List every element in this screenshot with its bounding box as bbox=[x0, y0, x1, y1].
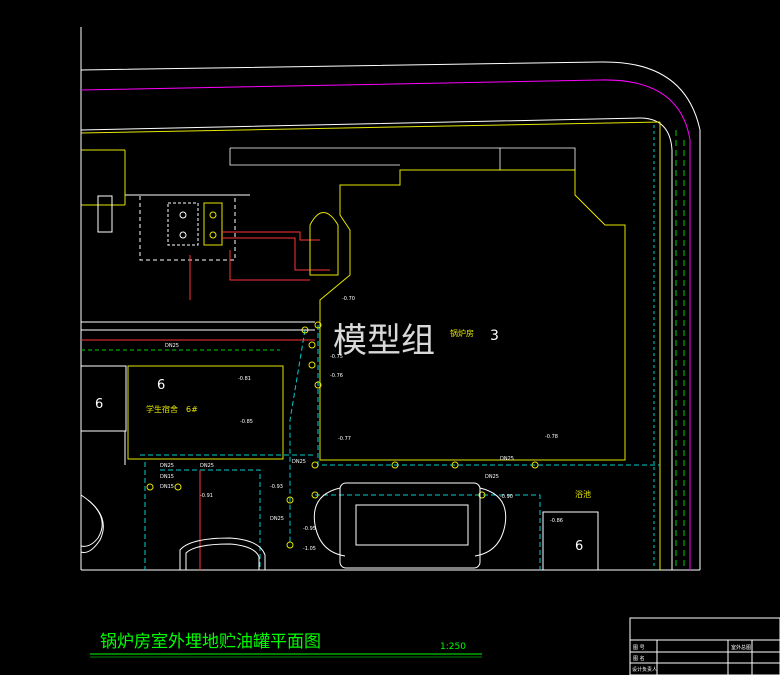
boiler-room-label: 锅炉房 bbox=[450, 328, 474, 338]
elevation-label: -0.93 bbox=[270, 484, 283, 490]
drain-pipes bbox=[81, 325, 660, 570]
elevation-label: -0.76 bbox=[330, 373, 343, 379]
elevation-label: -0.91 bbox=[200, 493, 213, 499]
pipe-size-labels: DN25 DN25 DN25 DN25 DN25 DN25 DN25 DN15 … bbox=[160, 343, 514, 522]
pipe-label: DN15 bbox=[160, 484, 174, 490]
dorm-building bbox=[80, 321, 315, 465]
elevation-label: -0.70 bbox=[342, 296, 355, 302]
boiler-room-building bbox=[319, 169, 626, 461]
title-block-row: 设计负责人 bbox=[632, 666, 657, 673]
pipe-label: DN25 bbox=[500, 456, 514, 462]
pipe-label: DN15 bbox=[160, 474, 174, 480]
bottom-structures bbox=[80, 482, 599, 571]
elevation-label: -0.81 bbox=[238, 376, 251, 382]
bathhouse-label: 浴池 bbox=[575, 489, 591, 499]
boiler-room-roof-outline bbox=[229, 147, 576, 170]
elevation-label: -0.75 bbox=[330, 354, 343, 360]
title-block-row: 图 名 bbox=[633, 655, 645, 662]
bathhouse-number: 6 bbox=[575, 539, 583, 554]
pipe-label: DN25 bbox=[485, 474, 499, 480]
drawing-scale: 1:250 bbox=[440, 642, 466, 652]
pipe-label: DN25 bbox=[270, 516, 284, 522]
elevation-label: -0.77 bbox=[338, 436, 351, 442]
manholes bbox=[146, 321, 539, 549]
dorm-label: 学生宿舍 bbox=[146, 404, 178, 414]
title-block-right-cell: 室外总图 bbox=[731, 644, 751, 651]
pipe-label: DN25 bbox=[292, 459, 306, 465]
pipe-label: DN25 bbox=[165, 343, 179, 349]
boiler-room-number: 3 bbox=[490, 328, 499, 344]
pipe-label: DN25 bbox=[200, 463, 214, 469]
title-block-text: 图 号 图 名 设计负责人 室外总图 bbox=[632, 644, 751, 673]
elevation-label: -0.95 bbox=[303, 526, 316, 532]
dorm-number: 6 bbox=[157, 378, 165, 393]
elevation-label: -0.90 bbox=[500, 494, 513, 500]
road-boundary bbox=[80, 61, 701, 570]
elevation-label: -0.85 bbox=[240, 419, 253, 425]
elevation-label: -1.05 bbox=[303, 546, 316, 552]
title-block-row: 图 号 bbox=[633, 645, 645, 651]
title-block bbox=[629, 617, 780, 675]
oil-tank-outside bbox=[309, 212, 339, 276]
oil-pipes bbox=[189, 231, 330, 300]
watermark: 模型组 bbox=[333, 321, 435, 361]
elevation-labels: -0.70 -0.75 -0.76 -0.77 -0.78 -0.81 -0.8… bbox=[200, 296, 563, 552]
elevation-label: -0.78 bbox=[545, 434, 558, 440]
elevation-label: -0.86 bbox=[550, 518, 563, 524]
drawing-title: 锅炉房室外埋地贮油罐平面图 bbox=[100, 632, 321, 652]
dorm-code: 6# bbox=[186, 405, 198, 414]
tank-pit bbox=[81, 149, 250, 261]
pipe-label: DN25 bbox=[160, 463, 174, 469]
left-building-number: 6 bbox=[95, 397, 103, 412]
